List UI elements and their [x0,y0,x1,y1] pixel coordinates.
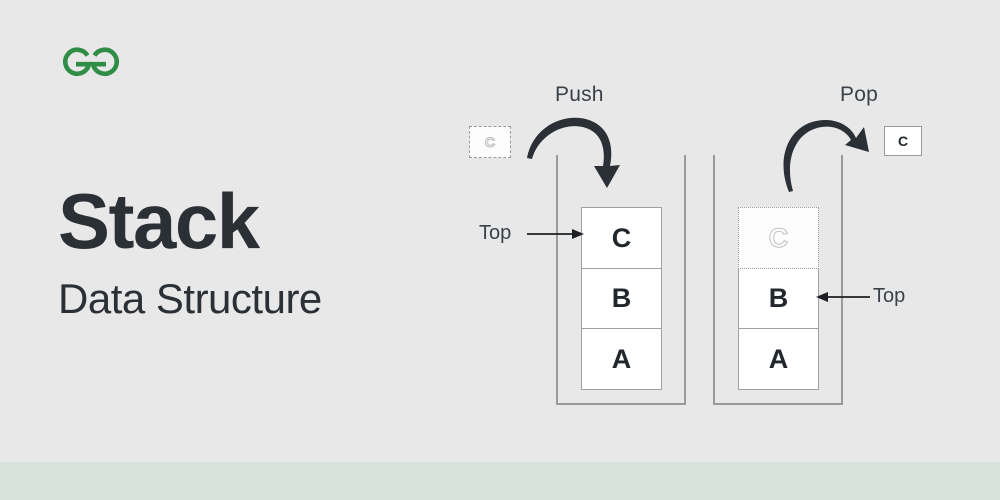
pop-top-pointer-label: Top [873,285,906,307]
push-stack-cell-value: B [611,283,632,313]
pop-stack-cell-value: A [768,343,789,374]
push-top-pointer-label: Top [479,222,512,244]
push-stack-cell: C [581,207,662,269]
push-stack-cell: B [581,267,662,330]
geeksforgeeks-logo [60,45,122,81]
push-source-element-value: C [484,134,496,151]
pop-stack-right-wall [841,155,843,405]
pop-stack-floor [713,403,843,405]
pop-result-element-value: C [897,133,909,149]
push-stack-cell-value: A [611,343,632,374]
pop-stack-cell: C [738,207,819,269]
push-stack-left-wall [556,155,558,405]
page-subtitle: Data Structure [58,275,322,322]
bottom-accent-band [0,462,1000,500]
push-stack-cell: A [581,328,662,390]
push-source-element-box: C [469,126,511,158]
page-title: Stack [58,177,260,265]
pop-stack-cell: B [738,267,819,330]
pop-stack-cell: A [738,328,819,390]
push-stack-cell-value: C [611,222,632,253]
pop-stack-left-wall [713,155,715,405]
pop-operation-label: Pop [840,83,878,106]
pop-result-element-box: C [884,126,922,156]
push-stack-right-wall [684,155,686,405]
push-operation-label: Push [555,83,604,106]
push-stack-floor [556,403,686,405]
pop-stack-cell-value: B [768,283,789,313]
pop-stack-cell-value: C [768,222,789,253]
